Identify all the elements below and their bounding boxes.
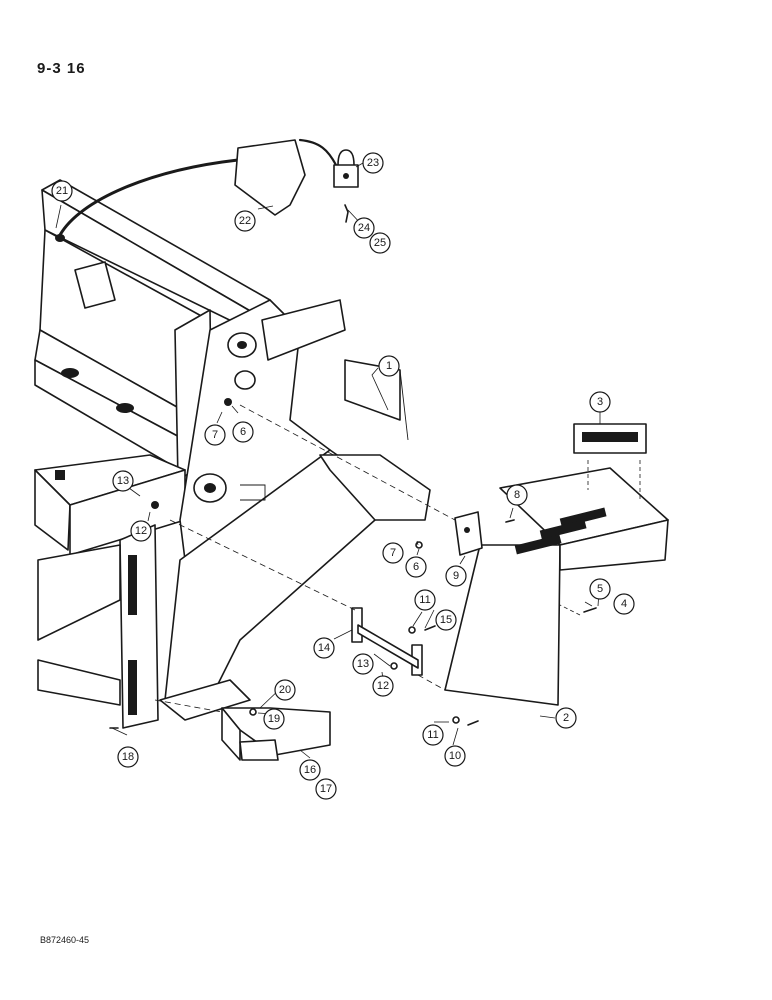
svg-text:11: 11 <box>419 594 430 606</box>
callout-6: 6 <box>405 556 427 578</box>
key <box>344 204 349 223</box>
washer <box>249 708 257 716</box>
svg-text:13: 13 <box>117 475 129 487</box>
svg-text:9: 9 <box>453 570 459 582</box>
callout-2: 2 <box>555 707 577 729</box>
bolt <box>467 720 479 726</box>
callout-4: 4 <box>613 593 635 615</box>
washer <box>390 662 398 670</box>
callout-13: 13 <box>112 470 134 492</box>
svg-text:6: 6 <box>413 561 419 573</box>
page-number: 9-3 16 <box>37 60 86 77</box>
bolt <box>583 607 597 613</box>
washer <box>452 716 460 724</box>
padlock <box>333 149 359 188</box>
main-frame <box>34 179 431 729</box>
callout-11: 11 <box>422 724 444 746</box>
callout-21: 21 <box>51 180 73 202</box>
svg-text:12: 12 <box>135 525 147 537</box>
mount-bracket <box>454 511 483 556</box>
nut <box>415 541 423 549</box>
svg-text:19: 19 <box>268 713 280 725</box>
callout-7: 7 <box>204 424 226 446</box>
svg-text:7: 7 <box>390 547 396 559</box>
svg-text:4: 4 <box>621 598 627 610</box>
callout-24: 24 <box>353 217 375 239</box>
callout-9: 9 <box>445 565 467 587</box>
callout-22: 22 <box>234 210 256 232</box>
alignment-lines <box>154 404 641 713</box>
svg-text:15: 15 <box>440 614 452 626</box>
svg-text:12: 12 <box>377 680 389 692</box>
hose-cover <box>234 139 306 216</box>
callout-7: 7 <box>382 542 404 564</box>
svg-text:18: 18 <box>122 751 134 763</box>
bolt <box>424 625 436 631</box>
callout-12: 12 <box>372 675 394 697</box>
callout-25: 25 <box>369 232 391 254</box>
callout-12: 12 <box>130 520 152 542</box>
svg-text:8: 8 <box>514 489 520 501</box>
bolt <box>505 519 515 523</box>
figure-code: B872460-45 <box>40 935 90 945</box>
callout-14: 14 <box>313 637 335 659</box>
callout-6: 6 <box>232 421 254 443</box>
svg-text:3: 3 <box>597 396 603 408</box>
callout-8: 8 <box>506 484 528 506</box>
callout-19: 19 <box>263 708 285 730</box>
callout-leaders <box>55 162 601 759</box>
svg-text:7: 7 <box>212 429 218 441</box>
svg-text:2: 2 <box>563 712 569 724</box>
callout-5: 5 <box>589 578 611 600</box>
svg-text:21: 21 <box>56 185 68 197</box>
callout-16: 16 <box>299 759 321 781</box>
svg-text:10: 10 <box>449 750 461 762</box>
callout-18: 18 <box>117 746 139 768</box>
svg-text:16: 16 <box>304 764 316 776</box>
callout-3: 3 <box>589 391 611 413</box>
svg-text:23: 23 <box>367 157 379 169</box>
svg-text:1: 1 <box>386 360 392 372</box>
svg-text:20: 20 <box>279 684 291 696</box>
svg-text:22: 22 <box>239 215 251 227</box>
washer <box>408 626 416 634</box>
svg-text:13: 13 <box>357 658 369 670</box>
hydraulic-hose <box>58 158 240 237</box>
svg-text:25: 25 <box>374 237 386 249</box>
callout-20: 20 <box>274 679 296 701</box>
callout-1: 1 <box>378 355 400 377</box>
callout-13: 13 <box>352 653 374 675</box>
step-box <box>444 467 669 706</box>
callout-10: 10 <box>444 745 466 767</box>
step-support <box>351 607 363 643</box>
callout-17: 17 <box>315 778 337 800</box>
svg-text:14: 14 <box>318 642 330 654</box>
callout-23: 23 <box>362 152 384 174</box>
svg-text:6: 6 <box>240 426 246 438</box>
svg-text:5: 5 <box>597 583 603 595</box>
callout-15: 15 <box>435 609 457 631</box>
callout-11: 11 <box>414 589 436 611</box>
svg-text:24: 24 <box>358 222 370 234</box>
svg-text:17: 17 <box>320 783 332 795</box>
svg-text:11: 11 <box>427 729 438 741</box>
